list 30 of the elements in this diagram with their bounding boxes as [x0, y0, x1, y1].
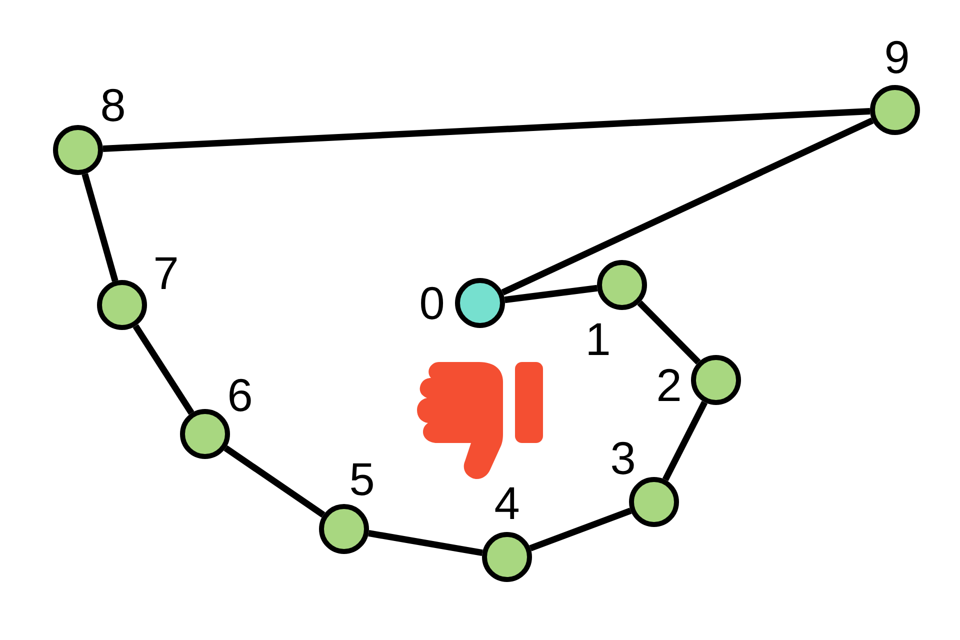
node-number: 8 — [100, 82, 126, 128]
graph-node — [455, 278, 505, 328]
node-number: 9 — [884, 34, 910, 80]
edge-line — [504, 284, 598, 304]
edge-line — [368, 530, 483, 556]
node-number: 7 — [153, 250, 179, 296]
graph-node — [691, 355, 741, 405]
edge-line — [529, 508, 632, 552]
node-number: 1 — [585, 316, 611, 362]
edge-line — [82, 173, 118, 282]
node-number: 4 — [494, 480, 520, 526]
node-number: 3 — [610, 435, 636, 481]
graph-node — [319, 504, 369, 554]
node-number: 5 — [349, 456, 375, 502]
graph-node — [97, 280, 147, 330]
node-number: 0 — [419, 280, 445, 326]
edge-line — [501, 118, 874, 296]
graph-node — [180, 409, 230, 459]
graph-node — [53, 125, 103, 175]
graph-node — [870, 85, 920, 135]
edge-line — [102, 108, 870, 152]
edge-line — [637, 300, 701, 365]
edge-line — [224, 445, 326, 518]
node-number: 6 — [227, 372, 253, 418]
edge-line — [662, 400, 708, 482]
node-number: 2 — [656, 362, 682, 408]
graph-node — [629, 477, 679, 527]
graph-node — [482, 532, 532, 582]
graph-node — [597, 260, 647, 310]
edge-line — [132, 324, 194, 415]
